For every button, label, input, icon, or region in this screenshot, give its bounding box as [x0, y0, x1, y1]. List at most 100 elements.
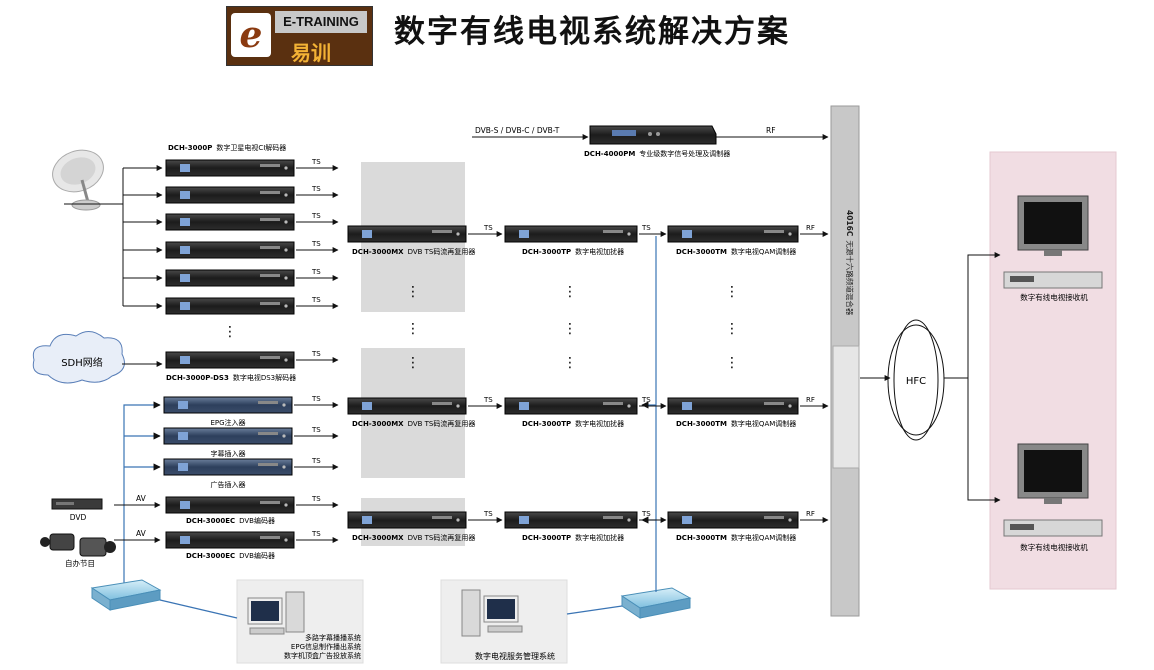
- pm-model: DCH-4000PM: [584, 150, 635, 158]
- satellite-decoder-1: [165, 159, 295, 177]
- qam-modulator-2: [667, 397, 799, 415]
- dots: ⋮: [725, 284, 739, 300]
- dvd-label: DVD: [70, 513, 87, 522]
- inserter-label: 字幕插入器: [211, 449, 246, 458]
- inserter-label: EPG注入器: [210, 418, 245, 427]
- dots: ⋮: [406, 355, 420, 371]
- inserter-2: [163, 427, 293, 445]
- dvd-player-icon: [51, 498, 103, 510]
- dch-4000pm-device: [589, 125, 717, 145]
- hfc-network: HFC: [860, 252, 1001, 503]
- top-signal-path: DVB-S / DVB-C / DVB-T RF DCH-4000PM 专业级数字…: [472, 125, 829, 158]
- ts-label: TS: [641, 396, 651, 404]
- ds3-decoder: [165, 351, 295, 369]
- receiver-label-bottom: 数字有线电视接收机: [1020, 542, 1088, 552]
- rf-label: RF: [806, 396, 815, 404]
- satellite-decoder-5: [165, 269, 295, 287]
- satellite-decoder-3: [165, 213, 295, 231]
- left-system-1: 多路字幕播播系统: [305, 633, 361, 642]
- ts-label: TS: [641, 510, 651, 518]
- ts-label: TS: [311, 268, 321, 276]
- left-system-3: 数字机顶盒广告投放系统: [284, 651, 361, 660]
- inserter-1: [163, 396, 293, 414]
- rf-label: RF: [806, 510, 815, 518]
- hfc-label: HFC: [906, 376, 926, 387]
- ts-label: TS: [483, 224, 493, 232]
- encoder-2: [165, 531, 295, 549]
- ts-label: TS: [311, 530, 321, 538]
- qam-modulator-3: [667, 511, 799, 529]
- av-label-2: AV: [136, 529, 147, 538]
- dots: ⋮: [223, 324, 237, 340]
- scrambler-1: [504, 225, 638, 243]
- ts-label: TS: [311, 395, 321, 403]
- ts-label: TS: [311, 296, 321, 304]
- receiver-label-top: 数字有线电视接收机: [1020, 292, 1088, 302]
- dots: ⋮: [725, 321, 739, 337]
- ts-label: TS: [483, 396, 493, 404]
- combiner-desc: 无源十六路频道混合器: [845, 240, 855, 315]
- multiplexer-2: [347, 397, 467, 415]
- sdh-network-cloud: SDH网络: [32, 331, 163, 384]
- multiplexer-3: [347, 511, 467, 529]
- set-top-box-top: [1003, 271, 1103, 289]
- multiplexer-1: [347, 225, 467, 243]
- ts-label: TS: [311, 240, 321, 248]
- satellite-dish-icon: [52, 149, 104, 211]
- network-switch-left: [90, 579, 162, 611]
- studio-camera-icon: [40, 533, 116, 557]
- ts-label: TS: [483, 510, 493, 518]
- dots: ⋮: [563, 284, 577, 300]
- tv-icon-top: [1017, 195, 1089, 256]
- management-links: [159, 236, 657, 619]
- page-title: 数字有线电视系统解决方案: [394, 14, 790, 50]
- qam-modulator-1: [667, 225, 799, 243]
- left-system-2: EPG信息制作播出系统: [291, 642, 361, 651]
- rf-label: RF: [806, 224, 815, 232]
- ts-label: TS: [311, 185, 321, 193]
- sdh-label: SDH网络: [61, 356, 103, 369]
- scrambler-2: [504, 397, 638, 415]
- studio-label: 自办节目: [65, 558, 95, 568]
- satellite-decoder-2: [165, 186, 295, 204]
- scrambler-3: [504, 511, 638, 529]
- pm-desc: 专业级数字信号处理及调制器: [639, 149, 730, 158]
- combiner-4016c: 4016C无源十六路频道混合器: [830, 105, 860, 617]
- inserter-3: [163, 458, 293, 476]
- svg-text:4016C无源十六路频道混合器: 4016C无源十六路频道混合器: [845, 210, 855, 316]
- inserter-label: 广告插入器: [211, 480, 246, 489]
- logo-mark: e: [231, 13, 271, 57]
- ts-label: TS: [311, 495, 321, 503]
- dots: ⋮: [563, 321, 577, 337]
- satellite-fanout: [64, 168, 124, 306]
- ts-label: TS: [311, 426, 321, 434]
- ts-label: TS: [311, 457, 321, 465]
- av-label-1: AV: [136, 494, 147, 503]
- satellite-decoder-4: [165, 241, 295, 259]
- top-signal-label: DVB-S / DVB-C / DVB-T: [475, 126, 560, 135]
- logo-brand: E-TRAINING: [275, 11, 367, 33]
- set-top-box-bottom: [1003, 519, 1103, 537]
- rf-label: RF: [766, 126, 776, 135]
- tv-icon-bottom: [1017, 443, 1089, 504]
- network-switch-right: [620, 587, 692, 619]
- ts-label: TS: [641, 224, 651, 232]
- left-blue-bus: [100, 401, 161, 593]
- e-training-logo: e E-TRAINING 易训: [226, 6, 373, 66]
- dots: ⋮: [563, 355, 577, 371]
- satellite-decoder-6: [165, 297, 295, 315]
- computer-icon-left: [247, 591, 305, 635]
